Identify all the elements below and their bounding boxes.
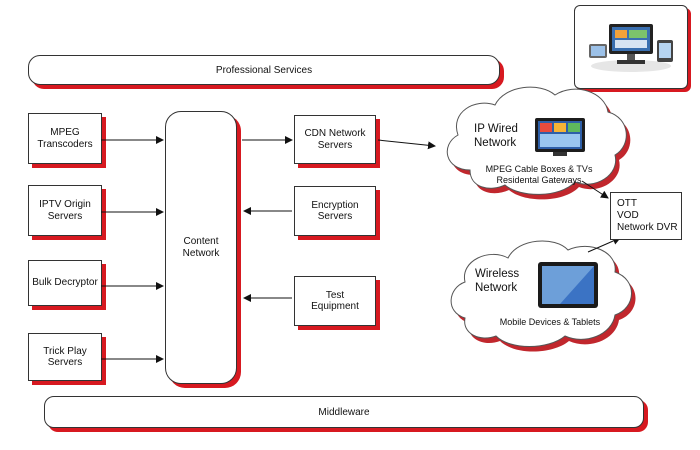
source-box-iptv-origin-servers: IPTV Origin Servers [28, 185, 102, 236]
tablet-icon [538, 262, 598, 308]
right-box-label: Encryption Servers [311, 199, 359, 223]
professional-services-bar: Professional Services [28, 55, 500, 85]
professional-services-label: Professional Services [215, 64, 313, 76]
cdn-network-servers-box: CDN Network Servers [294, 115, 376, 164]
tv-icon [535, 118, 585, 156]
source-label: IPTV Origin Servers [39, 199, 91, 222]
source-box-mpeg-transcoders: MPEG Transcoders [28, 113, 102, 164]
ip-wired-caption: MPEG Cable Boxes & TVs Residental Gatewa… [485, 164, 593, 185]
wireless-cloud [450, 240, 636, 352]
arrow-cdn-to-ipwired [377, 139, 436, 150]
source-box-trick-play-servers: Trick Play Servers [28, 333, 102, 381]
source-label: MPEG Transcoders [37, 127, 93, 150]
content-network-box: Content Network [165, 111, 237, 384]
devices-thumbnail [574, 5, 688, 89]
content-network-label: Content Network [182, 236, 220, 259]
arrow-ipwired-to-services [581, 180, 609, 199]
wireless-title: Wireless Network [475, 268, 520, 294]
middleware-label: Middleware [318, 406, 370, 418]
test-equipment-box: Test Equipment [294, 276, 376, 326]
right-box-label: Test Equipment [311, 289, 359, 313]
encryption-servers-box: Encryption Servers [294, 186, 376, 236]
ip-wired-cloud [446, 86, 631, 200]
services-box: OTT VOD Network DVR [610, 192, 682, 240]
services-label: OTT VOD Network DVR [617, 198, 678, 233]
source-label: Trick Play Servers [43, 345, 87, 369]
arrow-wireless-to-services [587, 237, 621, 253]
source-label: Bulk Decryptor [32, 277, 98, 289]
source-box-bulk-decryptor: Bulk Decryptor [28, 260, 102, 306]
devices-icon [589, 24, 673, 72]
right-box-label: CDN Network Servers [304, 128, 366, 151]
middleware-bar: Middleware [44, 396, 644, 428]
wireless-caption: Mobile Devices & Tablets [499, 317, 601, 327]
ip-wired-title: IP Wired Network [474, 123, 518, 149]
